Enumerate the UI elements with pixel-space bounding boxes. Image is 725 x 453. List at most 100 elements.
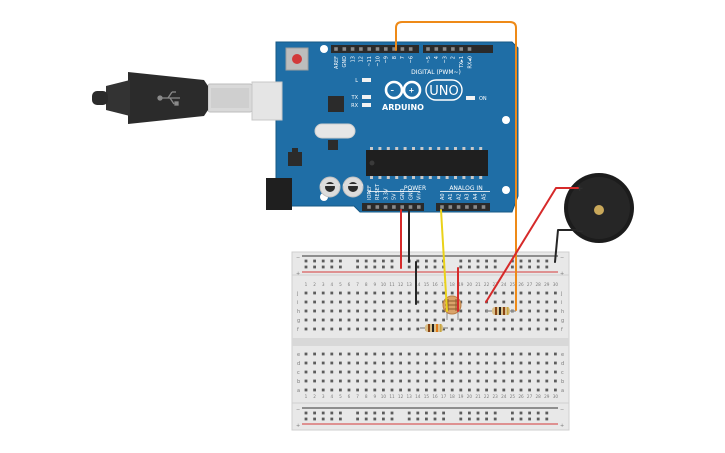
breadboard-hole [407,300,411,304]
header-pin-hole [459,47,463,51]
row-letter: h [561,309,564,315]
breadboard-hole [339,379,342,383]
mount-hole [320,45,328,53]
column-number: 27 [527,282,533,287]
breadboard-hole [536,352,540,356]
breadboard-hole [399,327,402,331]
digital-header-high [423,45,493,53]
header-pin-hole [400,47,405,51]
column-number: 5 [339,394,342,399]
breadboard-hole [347,361,351,365]
breadboard-hole [347,327,351,331]
breadboard-hole [468,411,471,415]
breadboard-hole [321,291,325,295]
breadboard-hole [373,370,377,374]
breadboard-hole [468,388,471,392]
resistor-band [495,307,497,315]
breadboard-hole [416,352,420,356]
power-header-title: POWER [404,185,426,192]
breadboard-hole [493,417,497,421]
breadboard-hole [528,417,531,421]
breadboard-hole [347,352,351,356]
breadboard-hole [407,411,411,415]
breadboard-hole [493,411,497,415]
breadboard-hole [330,291,334,295]
breadboard-hole [321,352,325,356]
breadboard-hole [450,318,454,322]
resistor-band [503,307,505,315]
column-number: 18 [450,394,456,399]
header-pin-hole [375,205,380,209]
breadboard-hole [390,352,394,356]
breadboard-hole [304,370,308,374]
voltage-regulator [288,152,302,166]
breadboard-hole [304,327,308,331]
rail-sign-minus: − [296,255,300,261]
row-letter: d [561,361,564,367]
breadboard-hole [347,370,351,374]
breadboard-hole [321,370,325,374]
column-number: 10 [381,394,387,399]
breadboard-hole [416,411,420,415]
resistor-band [507,307,509,315]
breadboard-hole [390,300,394,304]
header-pin-hole [456,205,461,209]
column-number: 29 [544,282,550,287]
digital-pin-label: 4 [434,56,440,59]
breadboard-hole [536,259,540,263]
breadboard-hole [519,411,523,415]
breadboard-hole [459,265,463,269]
breadboard-hole [382,291,385,295]
breadboard-hole [459,291,463,295]
digital-pin-label: RX◂0 [467,56,473,69]
breadboard-hole [382,318,385,322]
chip-pin [378,147,382,150]
breadboard-hole [416,370,420,374]
digital-pin-label: ~3 [442,56,448,63]
column-number: 11 [389,394,395,399]
breadboard-hole [339,265,342,269]
breadboard-hole [356,388,359,392]
analog-header-underline [440,191,490,192]
breadboard-hole [545,388,549,392]
power-pin-label: Vin [417,192,423,200]
capacitor-top [348,182,358,192]
breadboard-hole [459,370,463,374]
digital-pin-label: GND [342,56,348,68]
breadboard-hole [485,259,488,263]
breadboard-hole [416,300,420,304]
row-letter: j [296,291,298,297]
breadboard-hole [468,352,471,356]
column-number: 9 [373,282,376,287]
breadboard-hole [442,327,445,331]
column-number: 4 [330,394,333,399]
breadboard-hole [416,388,420,392]
breadboard-hole [382,388,385,392]
breadboard-hole [528,379,531,383]
breadboard-hole [536,388,540,392]
breadboard-hole [373,291,377,295]
breadboard-hole [476,265,480,269]
chip-pin [462,176,466,179]
breadboard-hole [399,361,402,365]
row-letter: b [297,379,300,385]
breadboard-hole [347,318,351,322]
breadboard-hole [382,352,385,356]
capacitor-band [320,184,340,186]
breadboard-hole [450,361,454,365]
rail-sign-minus: − [560,255,564,261]
chip-pin [437,147,441,150]
breadboard-hole [519,259,523,263]
column-number: 12 [398,282,404,287]
led-l [362,78,371,82]
buzzer-plus-label: + [576,184,584,194]
breadboard-hole [304,388,308,392]
column-number: 26 [518,394,524,399]
rail-signs: − + − + − + − + [296,255,564,429]
breadboard-hole [304,361,308,365]
dc-power-jack [266,178,292,210]
digital-pin-label: ~6 [409,56,415,63]
breadboard-hole [485,411,488,415]
breadboard-hole [528,318,531,322]
breadboard-hole [485,327,488,331]
